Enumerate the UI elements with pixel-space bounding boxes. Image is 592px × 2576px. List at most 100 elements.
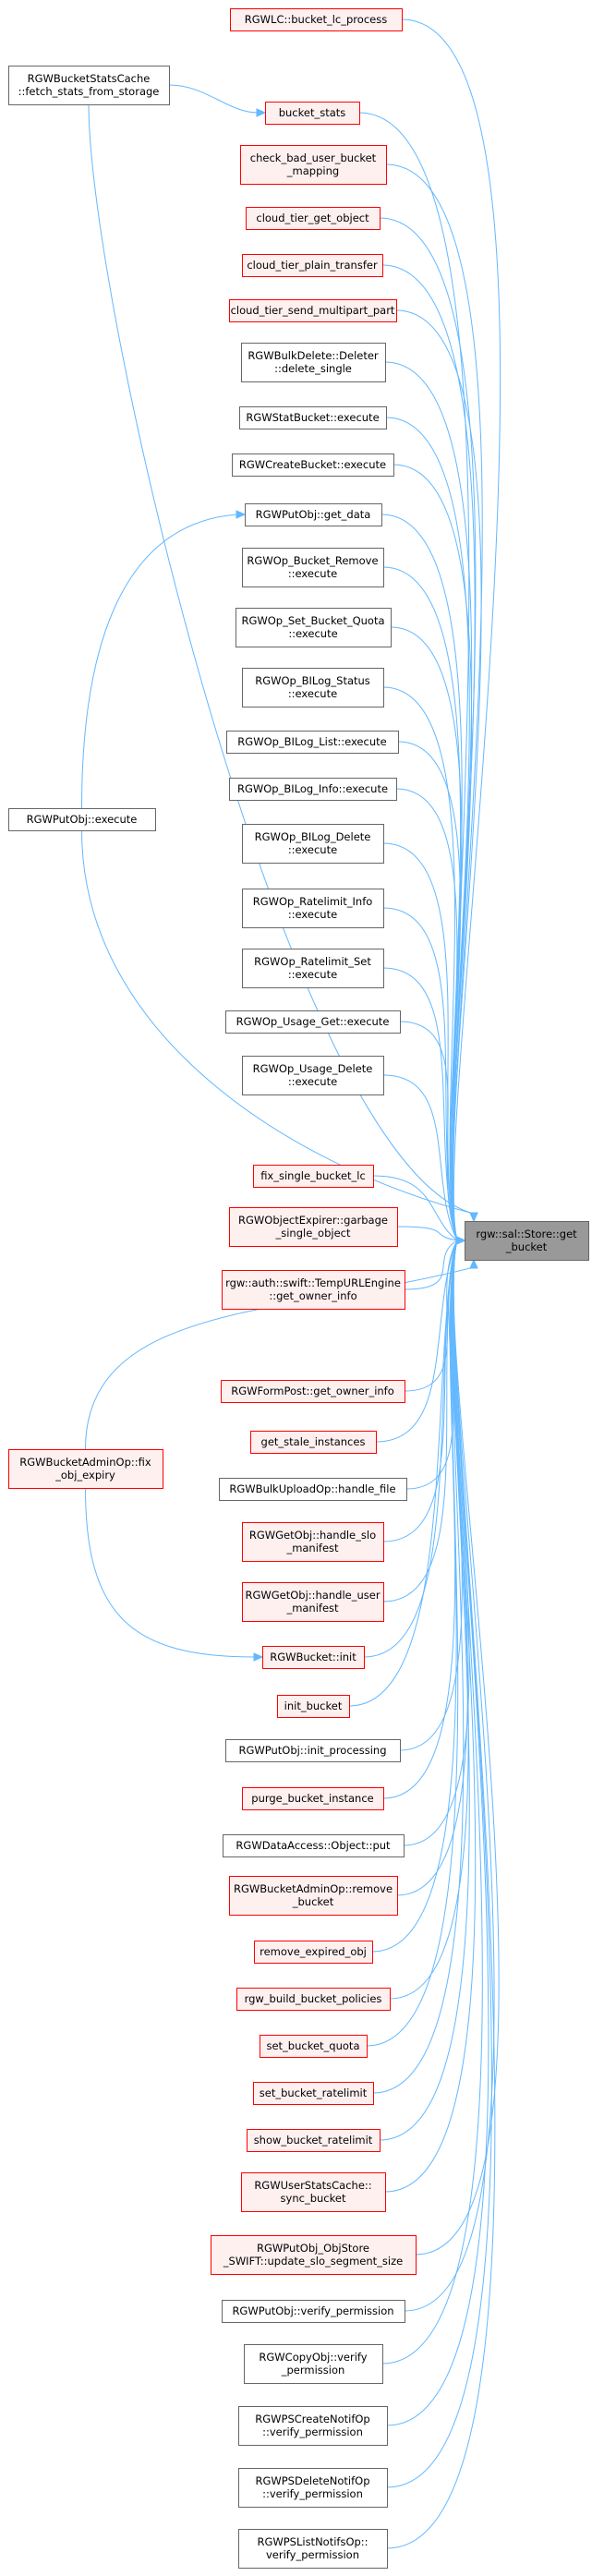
caller-node[interactable]: set_bucket_quota xyxy=(260,2035,368,2058)
caller-node[interactable]: cloud_tier_plain_transfer xyxy=(242,254,383,277)
caller-node[interactable]: check_bad_user_bucket_mapping xyxy=(240,145,387,185)
node-label: purge_bucket_instance xyxy=(251,1792,373,1805)
node-label: RGWUserStatsCache:: xyxy=(254,2179,371,2192)
node-label: RGWPSDeleteNotifOp xyxy=(255,2474,369,2487)
node-label: _mapping xyxy=(286,164,339,177)
node-label: RGWObjectExpirer::garbage xyxy=(238,1214,388,1227)
node-label: RGWDataAccess::Object::put xyxy=(236,1839,391,1852)
node-box xyxy=(238,2406,388,2446)
target-node[interactable]: rgw::sal::Store::get_bucket xyxy=(465,1221,589,1261)
caller-node[interactable]: RGWGetObj::handle_user_manifest xyxy=(242,1582,384,1622)
node-box xyxy=(254,1941,373,1964)
node-box xyxy=(242,254,383,277)
node-label: cloud_tier_send_multipart_part xyxy=(231,304,395,317)
call-edge xyxy=(379,1240,470,2141)
node-box xyxy=(465,1221,589,1261)
caller-node[interactable]: RGWOp_BILog_Status::execute xyxy=(242,668,384,707)
caller-node[interactable]: RGWGetObj::handle_slo_manifest xyxy=(242,1522,384,1562)
caller-node[interactable]: RGWBucketAdminOp::fix_obj_expiry xyxy=(8,1449,163,1489)
node-label: RGWBucketAdminOp::fix xyxy=(19,1456,151,1469)
caller-node[interactable]: RGWPutObj_ObjStore_SWIFT::update_slo_seg… xyxy=(211,2235,417,2275)
caller-node[interactable]: RGWBulkDelete::Deleter::delete_single xyxy=(241,343,386,382)
caller-node[interactable]: init_bucket xyxy=(277,1695,350,1718)
call-edge xyxy=(396,1226,458,1241)
node-box xyxy=(222,1270,405,1310)
caller-node[interactable]: RGWPSCreateNotifOp::verify_permission xyxy=(238,2406,388,2446)
caller-node[interactable]: cloud_tier_get_object xyxy=(246,207,381,230)
caller-node[interactable]: RGWBucket::init xyxy=(262,1646,365,1669)
caller-node[interactable]: RGWPSListNotifsOp::verify_permission xyxy=(238,2529,388,2569)
call-edge xyxy=(382,842,458,1241)
caller-node[interactable]: set_bucket_ratelimit xyxy=(253,2082,374,2105)
edge-arrowhead xyxy=(455,1236,466,1245)
node-box xyxy=(232,454,394,477)
caller-node[interactable]: fix_single_bucket_lc xyxy=(253,1165,374,1188)
caller-node[interactable]: RGWOp_Usage_Delete::execute xyxy=(242,1056,384,1095)
caller-node[interactable]: rgw_build_bucket_policies xyxy=(236,1988,391,2011)
call-edge xyxy=(403,1240,470,1846)
node-box xyxy=(253,2082,374,2105)
call-edge xyxy=(404,1240,458,1290)
node-label: RGWBucketAdminOp::remove xyxy=(234,1882,393,1895)
caller-node[interactable]: RGWOp_BILog_List::execute xyxy=(226,731,399,754)
node-box xyxy=(245,503,382,526)
node-label: ::verify_permission xyxy=(262,2425,363,2438)
node-label: RGWOp_Usage_Delete xyxy=(253,1062,373,1075)
node-label: get_stale_instances xyxy=(261,1435,366,1448)
node-label: ::execute xyxy=(288,968,337,981)
node-label: show_bucket_ratelimit xyxy=(254,2134,373,2147)
caller-node[interactable]: RGWPutObj::execute xyxy=(8,808,156,831)
caller-node[interactable]: RGWOp_BILog_Info::execute xyxy=(229,778,397,801)
node-label: _permission xyxy=(281,2364,345,2376)
node-box xyxy=(242,949,384,988)
node-label: RGWOp_Usage_Get::execute xyxy=(236,1015,390,1028)
node-label: RGWCreateBucket::execute xyxy=(239,458,386,471)
caller-node[interactable]: RGWOp_Ratelimit_Set::execute xyxy=(242,949,384,988)
node-label: sync_bucket xyxy=(281,2192,346,2205)
caller-node[interactable]: get_stale_instances xyxy=(250,1431,377,1454)
caller-node[interactable]: RGWOp_Set_Bucket_Quota::execute xyxy=(236,608,392,647)
caller-node[interactable]: RGWDataAccess::Object::put xyxy=(223,1834,405,1857)
node-box xyxy=(229,1876,398,1916)
caller-node[interactable]: RGWOp_BILog_Delete::execute xyxy=(242,824,384,864)
caller-node[interactable]: cloud_tier_send_multipart_part xyxy=(229,299,397,322)
caller-node[interactable]: RGWUserStatsCache::sync_bucket xyxy=(241,2172,386,2212)
node-box xyxy=(221,1380,405,1403)
node-box xyxy=(242,889,384,928)
caller-node[interactable]: RGWOp_Ratelimit_Info::execute xyxy=(242,889,384,928)
caller-node[interactable]: RGWBucketStatsCache::fetch_stats_from_st… xyxy=(8,66,170,105)
caller-node[interactable]: RGWBucketAdminOp::remove_bucket xyxy=(229,1876,398,1916)
caller-node[interactable]: RGWBulkUploadOp::handle_file xyxy=(219,1478,407,1501)
caller-node[interactable]: RGWPutObj::get_data xyxy=(245,503,382,526)
caller-node[interactable]: RGWPSDeleteNotifOp::verify_permission xyxy=(238,2468,388,2508)
caller-node[interactable]: RGWPutObj::init_processing xyxy=(225,1739,401,1762)
caller-node[interactable]: show_bucket_ratelimit xyxy=(247,2129,381,2152)
caller-node[interactable]: purge_bucket_instance xyxy=(242,1787,384,1810)
caller-node[interactable]: RGWObjectExpirer::garbage_single_object xyxy=(229,1207,398,1247)
caller-node[interactable]: bucket_stats xyxy=(265,102,360,125)
node-box xyxy=(236,1988,391,2011)
call-edge xyxy=(399,1021,458,1241)
node-box xyxy=(246,207,381,230)
node-box xyxy=(242,1787,384,1810)
caller-node[interactable]: remove_expired_obj xyxy=(254,1941,373,1964)
node-label: RGWPutObj_ObjStore xyxy=(257,2242,369,2255)
caller-node[interactable]: RGWCreateBucket::execute xyxy=(232,454,394,477)
caller-node[interactable]: RGWCopyObj::verify_permission xyxy=(244,2344,383,2384)
caller-node[interactable]: RGWOp_Bucket_Remove::execute xyxy=(242,548,384,587)
caller-node[interactable]: RGWPutObj::verify_permission xyxy=(222,2300,405,2323)
call-edge xyxy=(397,741,462,1241)
node-label: RGWOp_BILog_Delete xyxy=(255,830,371,843)
call-edge xyxy=(81,829,475,1215)
caller-node[interactable]: RGWFormPost::get_owner_info xyxy=(221,1380,405,1403)
call-edge xyxy=(348,1240,458,1707)
node-label: remove_expired_obj xyxy=(260,1945,367,1958)
caller-node[interactable]: RGWLC::bucket_lc_process xyxy=(230,8,403,31)
node-label: RGWLC::bucket_lc_process xyxy=(245,13,387,26)
call-edge xyxy=(382,907,458,1241)
caller-node[interactable]: rgw::auth::swift::TempURLEngine::get_own… xyxy=(222,1270,405,1310)
node-label: set_bucket_ratelimit xyxy=(260,2086,368,2099)
node-box xyxy=(223,1834,405,1857)
caller-node[interactable]: RGWStatBucket::execute xyxy=(239,406,387,429)
caller-node[interactable]: RGWOp_Usage_Get::execute xyxy=(225,1010,401,1034)
